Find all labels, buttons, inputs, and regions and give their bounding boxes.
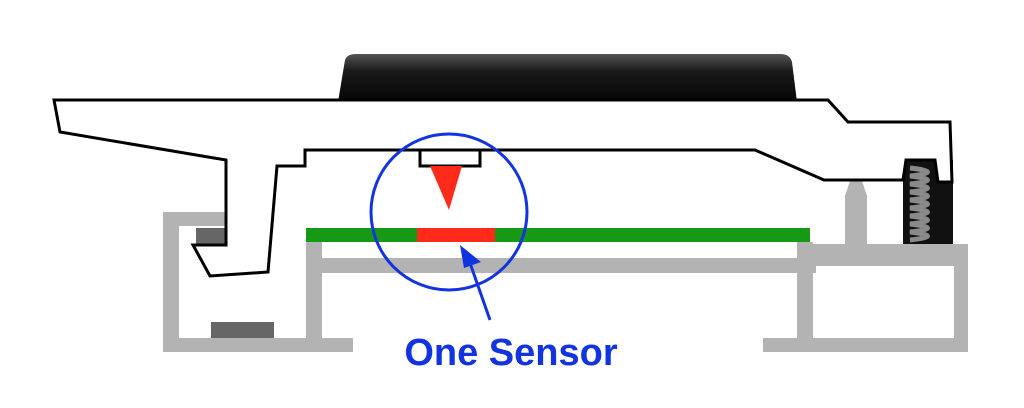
left-housing (163, 212, 353, 352)
arrow-icon (460, 245, 492, 321)
left-stopper (196, 228, 226, 244)
center-support (306, 242, 816, 338)
emitter-icon (430, 166, 462, 210)
left-bumper (211, 322, 274, 338)
sensor (417, 228, 495, 242)
sensor-label: One Sensor (404, 332, 617, 374)
emitter-holder (418, 148, 482, 168)
keycap-top (338, 54, 797, 102)
highlight-circle (369, 132, 529, 292)
right-housing (763, 163, 968, 352)
key-lever (52, 98, 954, 278)
pcb-board (306, 228, 810, 242)
